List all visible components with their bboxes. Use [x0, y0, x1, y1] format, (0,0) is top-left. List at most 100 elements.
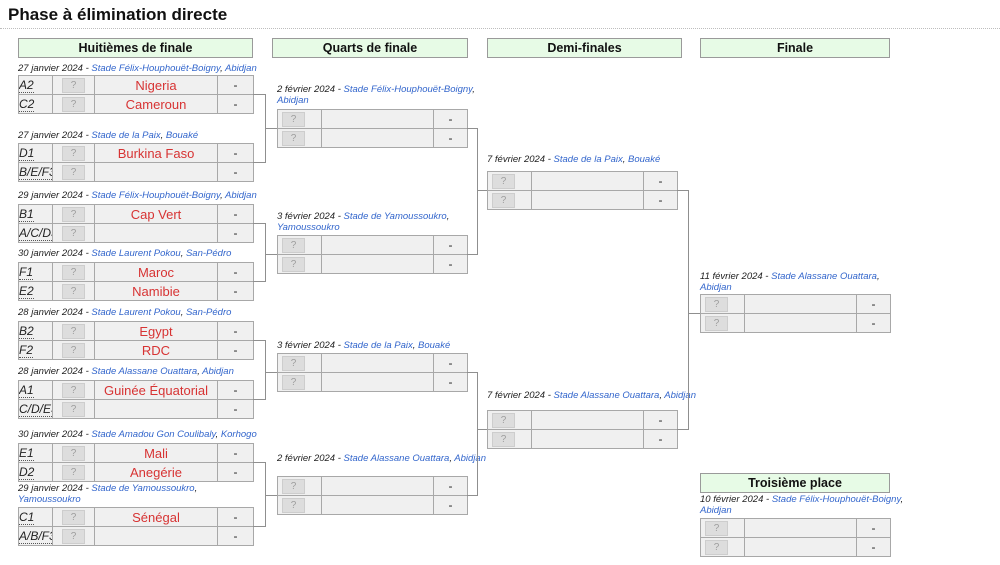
city-link[interactable]: Yamoussoukro [277, 221, 340, 233]
venue-city-separator: , [876, 271, 880, 282]
bracket-connector-line [253, 162, 265, 163]
seed-label: E1 [19, 446, 34, 461]
team-row: ?- [277, 372, 468, 392]
team-link[interactable]: Cameroun [125, 96, 187, 112]
team-cell [321, 353, 434, 373]
bracket-connector-line [265, 462, 266, 527]
match-date: 10 février 2024 - Stade Félix-Houphouët-… [700, 494, 910, 516]
unknown-flag-icon: ? [705, 520, 728, 536]
flag-cell: ? [277, 495, 322, 515]
city-link[interactable]: San-Pédro [185, 307, 232, 318]
match-date-text: 3 février 2024 - [277, 211, 344, 222]
match-date-text: 2 février 2024 - [277, 453, 344, 464]
score-cell: - [433, 476, 468, 496]
bracket-connector-line [253, 223, 265, 224]
venue-link[interactable]: Stade Laurent Pokou [91, 248, 181, 259]
venue-link[interactable]: Stade de la Paix [343, 340, 413, 351]
team-link[interactable]: Mali [144, 445, 168, 461]
unknown-flag-icon: ? [492, 412, 515, 428]
match-date: 7 février 2024 - Stade de la Paix, Bouak… [487, 154, 697, 166]
team-link[interactable]: Anegérie [129, 464, 183, 480]
team-link[interactable]: Egypt [139, 323, 173, 339]
unknown-flag-icon: ? [62, 509, 85, 525]
team-row: ?- [487, 429, 678, 449]
venue-link[interactable]: Stade Félix-Houphouët-Boigny [343, 84, 473, 95]
unknown-flag-icon: ? [282, 497, 305, 513]
venue-link[interactable]: Stade Félix-Houphouët-Boigny [771, 494, 901, 505]
venue-link[interactable]: Stade Félix-Houphouët-Boigny [91, 190, 221, 201]
team-link[interactable]: Sénégal [132, 509, 180, 525]
team-cell [321, 254, 434, 274]
flag-cell: ? [52, 380, 95, 400]
city-link[interactable]: Bouaké [165, 130, 199, 141]
seed-cell: C2 [18, 94, 53, 114]
team-cell [531, 171, 644, 191]
city-link[interactable]: San-Pédro [185, 248, 232, 259]
city-link[interactable]: Abidjan [225, 190, 257, 201]
city-link[interactable]: Bouaké [628, 154, 661, 165]
bracket-connector-line [253, 94, 265, 95]
match-date: 27 janvier 2024 - Stade Félix-Houphouët-… [18, 63, 273, 75]
team-link[interactable]: Namibie [132, 283, 180, 299]
bracket-connector-line [477, 128, 478, 255]
city-link[interactable]: Yamoussoukro [18, 493, 81, 505]
flag-cell: ? [52, 340, 95, 360]
team-row: ?- [277, 235, 468, 255]
venue-link[interactable]: Stade de Yamoussoukro [343, 211, 447, 222]
unknown-flag-icon: ? [62, 206, 85, 222]
flag-cell: ? [52, 162, 95, 182]
bracket-connector-line [253, 399, 265, 400]
seed-cell: D2 [18, 462, 53, 482]
team-row: ?- [277, 128, 468, 148]
venue-link[interactable]: Stade Laurent Pokou [91, 307, 181, 318]
venue-link[interactable]: Stade Alassane Ouattara [771, 271, 877, 282]
match-box: E1?Mali-D2?Anegérie- [18, 443, 254, 482]
city-link[interactable]: Abidjan [664, 390, 696, 401]
bracket-connector-line [265, 340, 266, 400]
city-link[interactable]: Abidjan [225, 63, 257, 74]
venue-city-separator: , [180, 307, 186, 318]
city-link[interactable]: Abidjan [454, 453, 486, 464]
team-link[interactable]: Maroc [137, 264, 175, 280]
match-box: ?-?- [277, 109, 468, 148]
venue-link[interactable]: Stade de Yamoussoukro [91, 483, 195, 494]
score-cell: - [217, 262, 254, 282]
city-link[interactable]: Abidjan [202, 366, 234, 377]
venue-link[interactable]: Stade de la Paix [553, 154, 623, 165]
city-link[interactable]: Abidjan [700, 504, 732, 516]
match-box: C1?Sénégal-A/B/F3?- [18, 507, 254, 546]
city-link[interactable]: Abidjan [700, 281, 732, 293]
match-date: 29 janvier 2024 - Stade de Yamoussoukro,… [18, 483, 218, 505]
unknown-flag-icon: ? [492, 192, 515, 208]
team-link[interactable]: Guinée Équatorial [103, 382, 209, 398]
flag-cell: ? [700, 294, 745, 314]
unknown-flag-icon: ? [62, 342, 85, 358]
score-cell: - [217, 223, 254, 243]
venue-link[interactable]: Stade Félix-Houphouët-Boigny [91, 63, 221, 74]
team-row: ?- [277, 109, 468, 129]
team-link[interactable]: Cap Vert [130, 206, 182, 222]
unknown-flag-icon: ? [62, 77, 85, 93]
venue-link[interactable]: Stade Amadou Gon Coulibaly [91, 429, 216, 440]
team-link[interactable]: Burkina Faso [117, 145, 195, 161]
city-link[interactable]: Bouaké [418, 340, 451, 351]
seed-label: F1 [19, 265, 34, 280]
team-cell: Egypt [94, 321, 218, 341]
venue-link[interactable]: Stade Alassane Ouattara [343, 453, 450, 464]
team-link[interactable]: RDC [141, 342, 171, 358]
venue-link[interactable]: Stade de la Paix [91, 130, 161, 141]
seed-cell: A2 [18, 75, 53, 95]
unknown-flag-icon: ? [62, 145, 85, 161]
venue-link[interactable]: Stade Alassane Ouattara [91, 366, 198, 377]
unknown-flag-icon: ? [62, 464, 85, 480]
venue-link[interactable]: Stade Alassane Ouattara [553, 390, 660, 401]
unknown-flag-icon: ? [62, 382, 85, 398]
team-row: A2?Nigeria- [18, 75, 254, 95]
city-link[interactable]: Abidjan [277, 94, 309, 106]
venue-city-separator: , [622, 154, 629, 165]
bracket-connector-line [265, 128, 277, 129]
city-link[interactable]: Korhogo [220, 429, 257, 440]
team-link[interactable]: Nigeria [135, 77, 177, 93]
round-header-finale: Finale [700, 38, 890, 58]
bracket-connector-line [467, 254, 477, 255]
